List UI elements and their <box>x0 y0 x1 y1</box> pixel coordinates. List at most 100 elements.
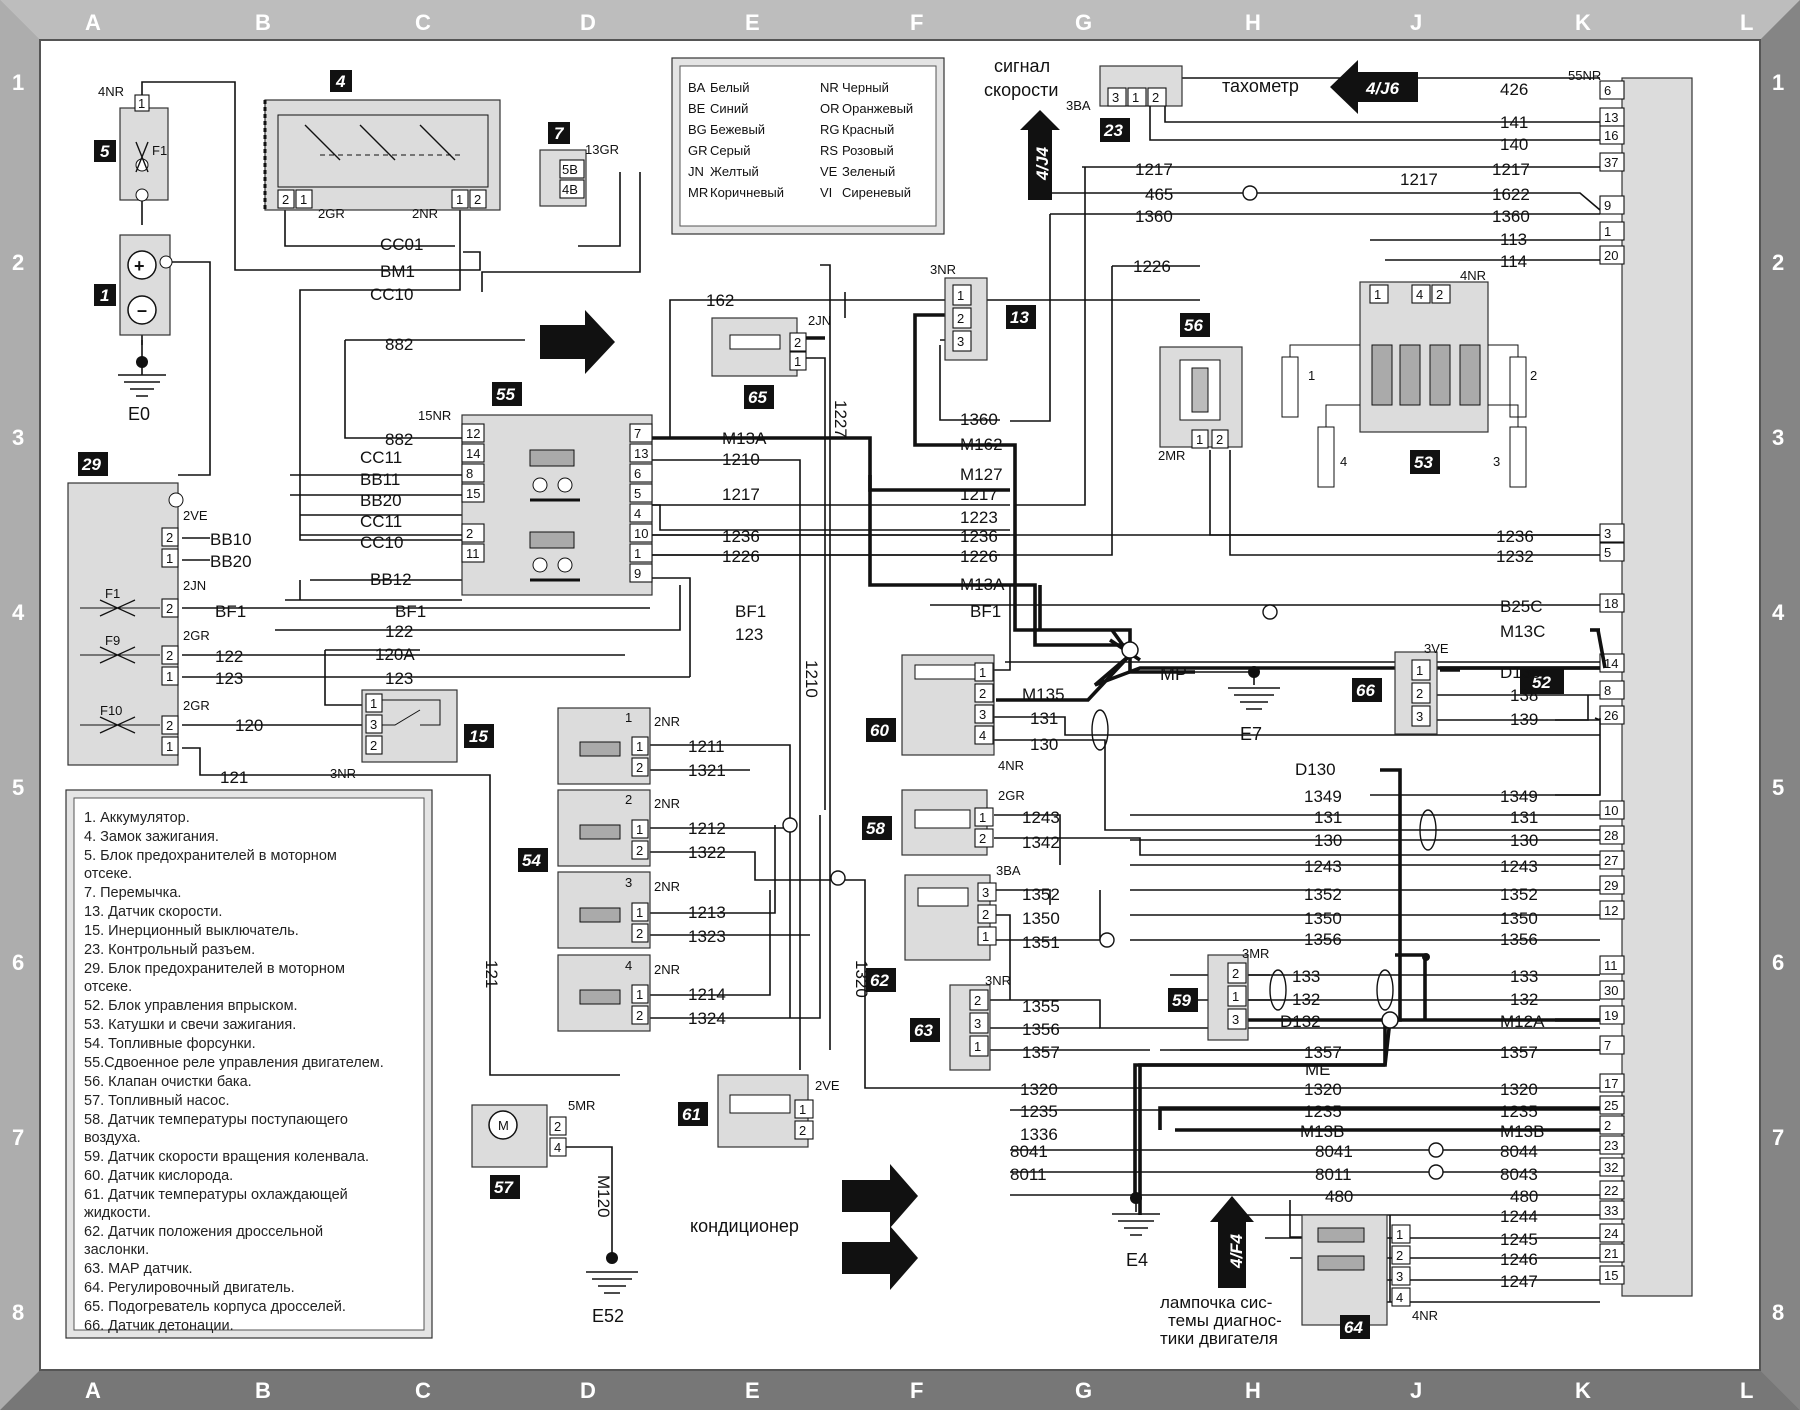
wire-label: 1235 <box>1020 1102 1058 1121</box>
idle-motor-64: 1 2 3 4 4NR 64 <box>1301 1214 1438 1339</box>
svg-text:2: 2 <box>1152 90 1159 105</box>
wire-label-m120: M120 <box>594 1175 613 1218</box>
svg-text:4: 4 <box>625 958 632 973</box>
fuse-f1: F1 <box>105 586 120 601</box>
wire-label: 121 <box>220 768 248 787</box>
fuse-f10: F10 <box>100 703 122 718</box>
relay-pin-label: 8 <box>466 466 473 481</box>
badge-5: 5 <box>100 142 110 161</box>
ecu-pin-label: 7 <box>1604 1038 1611 1053</box>
wire-label: 130 <box>1510 831 1538 850</box>
ecu-52: 52 55NR 61316379120351814826102827291211… <box>1520 68 1693 1297</box>
svg-text:1: 1 <box>370 696 377 711</box>
relay-pin-label: 5 <box>634 486 641 501</box>
row-label-right: 8 <box>1772 1300 1784 1325</box>
connector-15: 3NR <box>330 766 356 781</box>
badge-53: 53 <box>1414 453 1433 472</box>
relay-pin-label: 4 <box>634 506 641 521</box>
ecu-pin-label: 30 <box>1604 983 1618 998</box>
wire-label: M127 <box>960 465 1003 484</box>
wire-label: ME <box>1305 1060 1331 1079</box>
svg-text:+: + <box>134 256 145 276</box>
legend-item: 4. Замок зажигания. <box>84 829 219 845</box>
wire-label: M13A <box>722 429 767 448</box>
relay-pin <box>629 423 653 443</box>
ground-e52: E52 <box>592 1306 624 1326</box>
relay-pin-label: 13 <box>634 446 648 461</box>
wire-label: CC11 <box>360 448 402 467</box>
svg-text:2: 2 <box>636 760 643 775</box>
svg-text:2: 2 <box>636 843 643 858</box>
wire-label-1210: 1210 <box>802 660 821 698</box>
row-label-left: 2 <box>12 250 24 275</box>
svg-text:2: 2 <box>1396 1248 1403 1263</box>
svg-text:5B: 5B <box>562 162 578 177</box>
svg-text:2: 2 <box>1530 368 1537 383</box>
ecu-pin <box>1599 125 1625 145</box>
ecu-pin <box>1599 1115 1625 1135</box>
wire-label: 113 <box>1500 230 1527 249</box>
color-name: Синий <box>710 101 748 116</box>
svg-text:2: 2 <box>636 926 643 941</box>
connector-52: 55NR <box>1568 68 1601 83</box>
col-label-bottom: J <box>1410 1378 1422 1403</box>
lamp-label-3: тики двигателя <box>1160 1329 1278 1348</box>
connector-56: 2MR <box>1158 448 1185 463</box>
knock-sensor-66: 1 2 3 3VE 66 <box>1352 641 1449 735</box>
connector-7: 13GR <box>585 142 619 157</box>
svg-text:2: 2 <box>474 192 481 207</box>
wire-label: 1622 <box>1492 185 1530 204</box>
connector-29a: 2VE <box>183 508 208 523</box>
relay-pin-label: 2 <box>466 526 473 541</box>
relay-pin <box>629 563 653 583</box>
wires <box>141 77 1601 1303</box>
badge-65: 65 <box>748 388 767 407</box>
wire-label: D138 <box>1500 663 1541 682</box>
color-code: RG <box>820 122 840 137</box>
wire-label: 465 <box>1145 185 1173 204</box>
wire-label: 8041 <box>1315 1142 1353 1161</box>
wire-label: 1351 <box>1022 933 1060 952</box>
color-name: Черный <box>842 80 889 95</box>
badge-56: 56 <box>1184 316 1203 335</box>
ecu-pin <box>1599 221 1625 241</box>
ecu-pin <box>1599 1223 1625 1243</box>
wire-label: BB20 <box>360 491 402 510</box>
frame-column-labels: A B C D E F G H J K L A B C D E F G H J … <box>85 10 1753 1403</box>
ecu-pin-label: 21 <box>1604 1246 1618 1261</box>
wire-label: 1356 <box>1500 930 1538 949</box>
wire-label: 1360 <box>1135 207 1173 226</box>
col-label-top: D <box>580 10 596 35</box>
legend-item: 60. Датчик кислорода. <box>84 1168 233 1184</box>
wire-label: 1245 <box>1500 1230 1538 1249</box>
col-label-bottom: B <box>255 1378 271 1403</box>
motor-symbol: M <box>498 1118 509 1133</box>
svg-text:3: 3 <box>974 1016 981 1031</box>
connector-5: 4NR <box>98 84 124 99</box>
svg-text:2: 2 <box>794 335 801 350</box>
relay-pin <box>461 443 485 463</box>
wire-label: CC01 <box>380 235 423 254</box>
ground-e0: E0 <box>128 404 150 424</box>
wire-label: 1350 <box>1304 909 1342 928</box>
badge-60: 60 <box>870 721 889 740</box>
svg-text:1: 1 <box>456 192 463 207</box>
svg-text:1: 1 <box>636 739 643 754</box>
color-name: Оранжевый <box>842 101 913 116</box>
svg-text:1: 1 <box>1374 287 1381 302</box>
svg-text:1: 1 <box>636 822 643 837</box>
color-code: BA <box>688 80 706 95</box>
battery-1: + – 1 E0 <box>94 234 173 424</box>
arrow-882 <box>540 310 615 374</box>
wire-label: 133 <box>1292 967 1320 986</box>
relay-pin-label: 9 <box>634 566 641 581</box>
col-label-top: B <box>255 10 271 35</box>
connector-61: 2VE <box>815 1078 840 1093</box>
connector-23: 3BA <box>1066 98 1091 113</box>
ecu-pin <box>1599 800 1625 820</box>
wire-label: 1235 <box>1500 1102 1538 1121</box>
svg-text:1: 1 <box>636 987 643 1002</box>
row-label-right: 6 <box>1772 950 1784 975</box>
throttle-position-sensor-62: 3 2 1 3BA 62 <box>866 863 1021 992</box>
svg-text:2: 2 <box>1436 287 1443 302</box>
